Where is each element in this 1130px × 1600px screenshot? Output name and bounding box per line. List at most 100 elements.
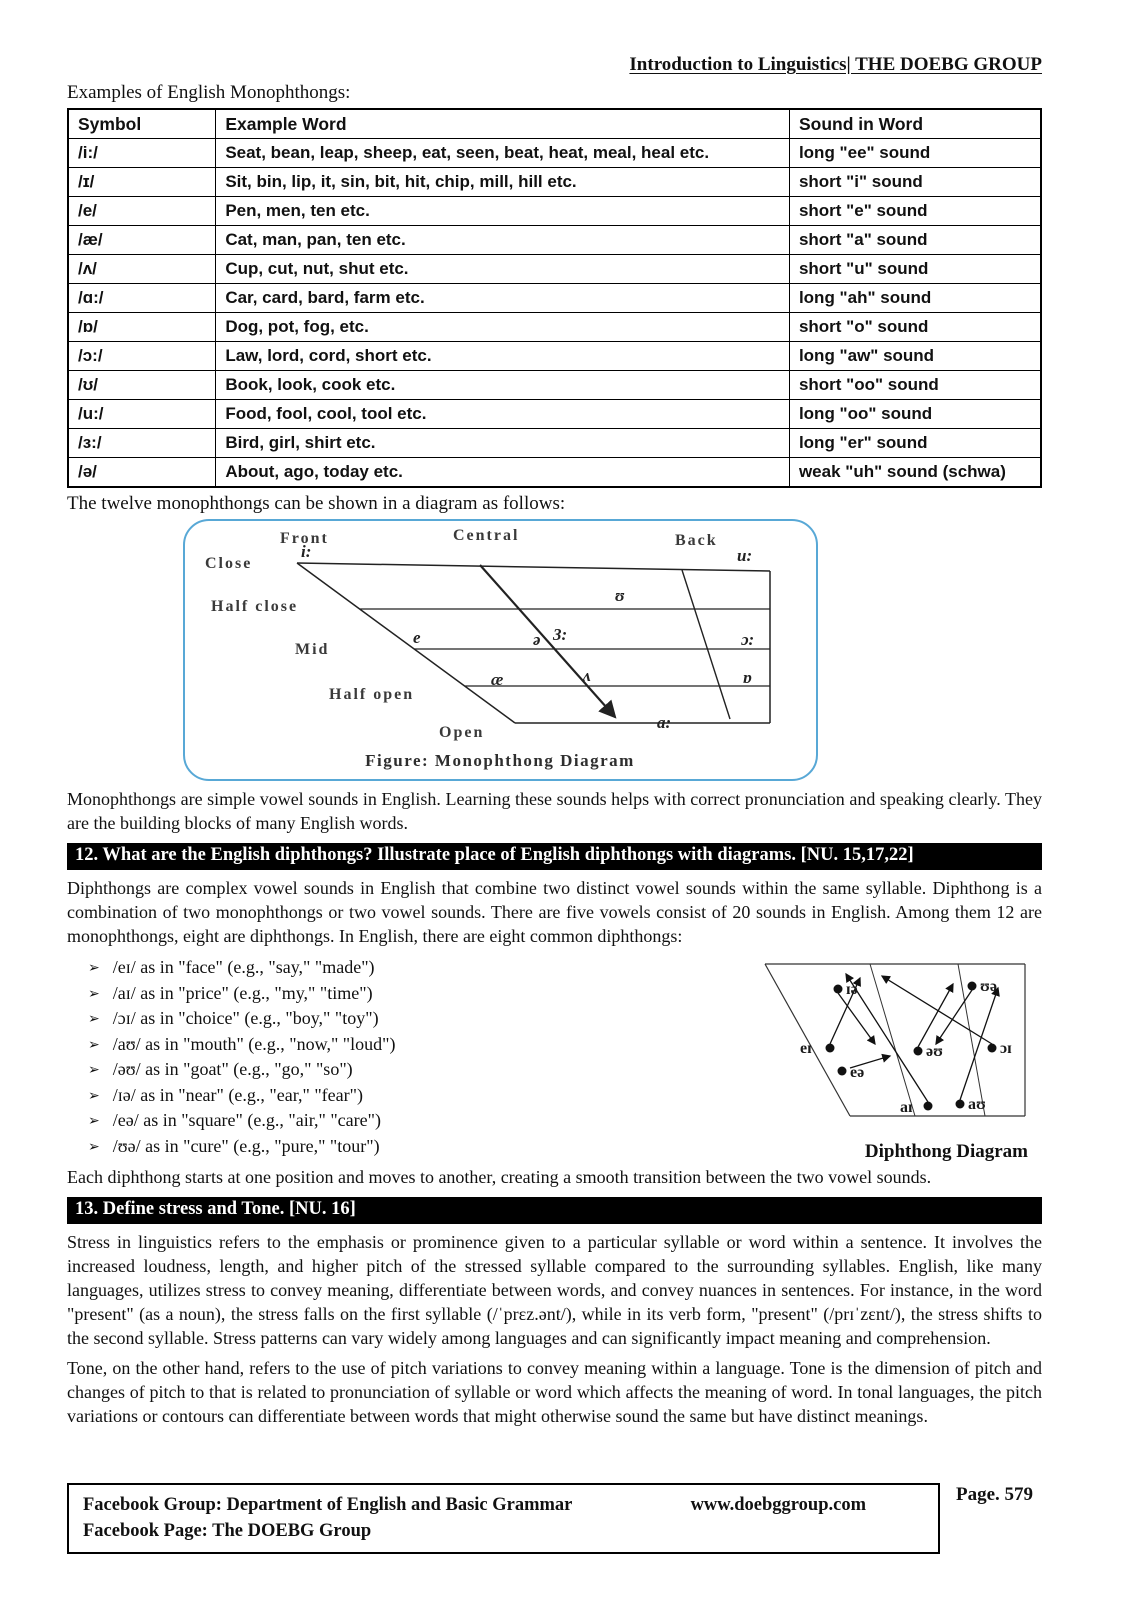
vowel-symbol-i: i: bbox=[301, 542, 311, 561]
table-row: /ɔ:/Law, lord, cord, short etc.long "aw"… bbox=[67, 341, 1042, 371]
sound-cell: short "o" sound bbox=[788, 312, 1042, 342]
diphthong-item-text: /eɪ/ as in "face" (e.g., "say," "made") bbox=[112, 957, 375, 977]
column-header-sound: Sound in Word bbox=[788, 108, 1042, 139]
diphthong-list-item: ➢/ʊə/ as in "cure" (e.g., "pure," "tour"… bbox=[67, 1135, 740, 1160]
symbol-cell: /u:/ bbox=[67, 399, 217, 429]
vowel-symbol-o: ɒ bbox=[743, 668, 752, 687]
arrow-bullet-icon: ➢ bbox=[88, 1036, 100, 1053]
arrow-bullet-icon: ➢ bbox=[88, 1113, 100, 1129]
monophthong-diagram: Front Central Back Close Half close Mid … bbox=[205, 527, 771, 770]
vowel-symbol-ah: ɑ: bbox=[657, 713, 671, 732]
diph-frame-left bbox=[764, 963, 851, 1117]
diphthongs-section: ➢ /eɪ/ as in "face" (e.g., "say," "made")… bbox=[67, 954, 1042, 1163]
monophthongs-heading: Examples of English Monophthongs: bbox=[67, 82, 351, 103]
table-row: /ɒ/Dog, pot, fog, etc.short "o" sound bbox=[67, 312, 1042, 342]
symbol-cell: /e/ bbox=[67, 196, 217, 226]
symbol-cell: /ʌ/ bbox=[67, 254, 217, 284]
tone-paragraph: Tone, on the other hand, refers to the u… bbox=[67, 1358, 1042, 1426]
example-cell: Dog, pot, fog, etc. bbox=[215, 312, 790, 342]
sound-cell: short "a" sound bbox=[788, 225, 1042, 255]
diphthong-item-text: /ɔɪ/ as in "choice" (e.g., "boy," "toy") bbox=[112, 1008, 379, 1028]
arrow-bullet-icon: ➢ bbox=[88, 1062, 100, 1078]
diphthong-dot bbox=[967, 981, 977, 991]
diphthong-list-item: ➢/ɪə/ as in "near" (e.g., "ear," "fear") bbox=[67, 1084, 740, 1109]
sound-cell: long "ee" sound bbox=[788, 138, 1042, 168]
monophthongs-table: Symbol Example Word Sound in Word /i:/Se… bbox=[67, 108, 1042, 488]
question-12-heading: 12. What are the English diphthongs? Ill… bbox=[67, 843, 1042, 870]
front-label: Front bbox=[280, 530, 329, 547]
diphthongs-intro: Diphthongs are complex vowel sounds in E… bbox=[67, 878, 1042, 946]
vowel-symbol-u: u: bbox=[737, 546, 752, 565]
diphthong-label-ia: ɪə bbox=[846, 981, 858, 998]
diphthong-list: ➢ /eɪ/ as in "face" (e.g., "say," "made")… bbox=[67, 954, 740, 1163]
vowel-symbol-ae: æ bbox=[491, 670, 503, 689]
trapezoid-left-line bbox=[296, 562, 516, 724]
trapezoid-top-line bbox=[296, 562, 771, 572]
diphthong-item-text: /aɪ/ as in "price" (e.g., "my," "time") bbox=[112, 982, 373, 1003]
diphthong-list-item: ➢/aɪ/ as in "price" (e.g., "my," "time") bbox=[67, 982, 740, 1007]
vowel-symbol-uh: ʊ bbox=[615, 586, 625, 605]
diphthong-label-au2: əʊ bbox=[926, 1043, 943, 1060]
half-close-label: Half close bbox=[211, 598, 298, 615]
arrow-bullet-icon: ➢ bbox=[88, 1011, 100, 1027]
example-cell: Cup, cut, nut, shut etc. bbox=[215, 254, 790, 284]
sound-cell: short "i" sound bbox=[788, 167, 1042, 197]
sound-cell: long "er" sound bbox=[788, 428, 1042, 458]
diph-arrow-au2 bbox=[917, 982, 954, 1048]
sound-cell: long "aw" sound bbox=[788, 341, 1042, 371]
example-cell: Food, fool, cool, tool etc. bbox=[215, 399, 790, 429]
diphthong-closing-text: Each diphthong starts at one position an… bbox=[67, 1167, 932, 1187]
symbol-cell: /ɜ:/ bbox=[67, 428, 217, 458]
page-footer: Facebook Group: Department of English an… bbox=[67, 1483, 1042, 1554]
table-row: /ʌ/Cup, cut, nut, shut etc.short "u" sou… bbox=[67, 254, 1042, 284]
close-label: Close bbox=[205, 555, 252, 572]
symbol-cell: /ɒ/ bbox=[67, 312, 217, 342]
monophthong-diagram-caption: Figure: Monophthong Diagram bbox=[365, 751, 635, 770]
diphthong-item-text: /aʊ/ as in "mouth" (e.g., "now," "loud") bbox=[112, 1033, 396, 1054]
document-header: Introduction to Linguistics| THE DOEBG G… bbox=[67, 54, 1042, 76]
stress-paragraph: Stress in linguistics refers to the emph… bbox=[67, 1232, 1042, 1348]
diphthong-dot bbox=[837, 1066, 847, 1076]
mid-label: Mid bbox=[295, 641, 329, 658]
document-title: Introduction to Linguistics| THE DOEBG G… bbox=[629, 54, 1042, 75]
footer-row: Facebook Group: Department of English an… bbox=[83, 1492, 924, 1518]
diphthong-item-text: /ɪə/ as in "near" (e.g., "ear," "fear") bbox=[112, 1084, 363, 1105]
sound-cell: short "u" sound bbox=[788, 254, 1042, 284]
diphthong-item-text: /ʊə/ as in "cure" (e.g., "pure," "tour") bbox=[112, 1135, 380, 1156]
symbol-cell: /ɔ:/ bbox=[67, 341, 217, 371]
sound-cell: weak "uh" sound (schwa) bbox=[788, 457, 1042, 488]
example-cell: Law, lord, cord, short etc. bbox=[215, 341, 790, 371]
diphthong-label-oi: ɔɪ bbox=[1000, 1040, 1012, 1057]
diphthong-dot bbox=[833, 984, 843, 994]
example-cell: Seat, bean, leap, sheep, eat, seen, beat… bbox=[215, 138, 790, 168]
vowel-symbol-er: 3: bbox=[552, 625, 567, 644]
diph-divider-2 bbox=[957, 963, 986, 1117]
page-content: Introduction to Linguistics| THE DOEBG G… bbox=[67, 54, 1042, 1426]
footer-website: www.doebggroup.com bbox=[690, 1495, 866, 1515]
front-central-divider bbox=[479, 564, 617, 719]
diph-arrow-oi bbox=[880, 975, 993, 1045]
example-cell: Bird, girl, shirt etc. bbox=[215, 428, 790, 458]
diphthong-diagram: ɪə ʊə eɪ əʊ ɔɪ eə aɪ aʊ bbox=[764, 963, 1026, 1117]
table-row: /i:/Seat, bean, leap, sheep, eat, seen, … bbox=[67, 138, 1042, 168]
symbol-cell: /ʊ/ bbox=[67, 370, 217, 400]
table-row: /ɪ/Sit, bin, lip, it, sin, bit, hit, chi… bbox=[67, 167, 1042, 197]
table-row: /e/Pen, men, ten etc.short "e" sound bbox=[67, 196, 1042, 226]
table-row: /ɜ:/Bird, girl, shirt etc.long "er" soun… bbox=[67, 428, 1042, 458]
example-cell: Sit, bin, lip, it, sin, bit, hit, chip, … bbox=[215, 167, 790, 197]
table-header-row: Symbol Example Word Sound in Word bbox=[67, 108, 1042, 139]
diphthong-list-item: ➢ /ɔɪ/ as in "choice" (e.g., "boy," "toy"… bbox=[67, 1007, 740, 1032]
symbol-cell: /i:/ bbox=[67, 138, 217, 168]
footer-facebook-page: Facebook Page: The DOEBG Group bbox=[83, 1521, 372, 1541]
table-row: /ʊ/Book, look, cook etc.short "oo" sound bbox=[67, 370, 1042, 400]
symbol-cell: /ə/ bbox=[67, 457, 217, 488]
monophthongs-summary: Monophthongs are simple vowel sounds in … bbox=[67, 789, 1042, 833]
central-label: Central bbox=[453, 527, 519, 544]
table-row: /ɑ:/Car, card, bard, farm etc.long "ah" … bbox=[67, 283, 1042, 313]
diphthong-list-item: ➢ /aʊ/ as in "mouth" (e.g., "now," "loud"… bbox=[67, 1033, 740, 1058]
diagram-lead-text: The twelve monophthongs can be shown in … bbox=[67, 493, 566, 514]
diphthong-dot bbox=[825, 1043, 835, 1053]
sound-cell: short "e" sound bbox=[788, 196, 1042, 226]
diphthong-item-text: /eə/ as in "square" (e.g., "air," "care"… bbox=[112, 1110, 381, 1130]
sound-cell: short "oo" sound bbox=[788, 370, 1042, 400]
